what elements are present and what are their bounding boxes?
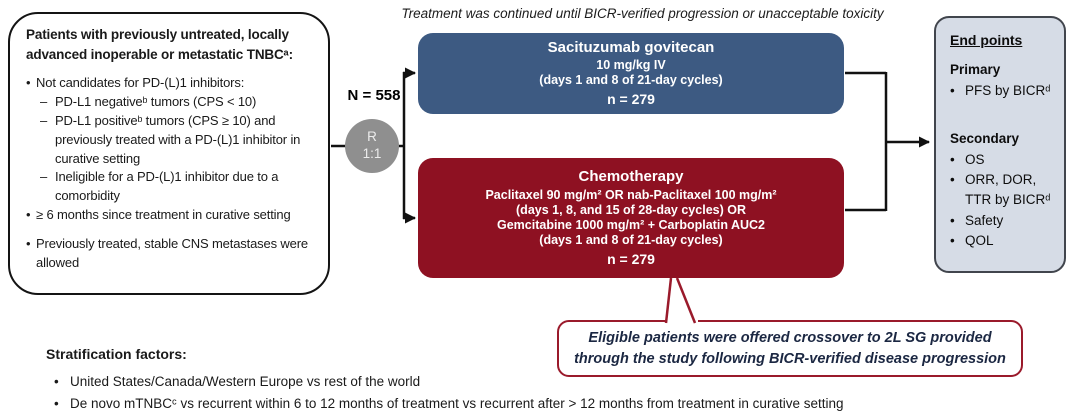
endpoint-item: • PFS by BICRᵈ	[950, 81, 1054, 101]
sg-arm-box: Sacituzumab govitecan 10 mg/kg IV (days …	[418, 33, 844, 114]
chemo-arm-regimen-1: Paclitaxel 90 mg/m² OR nab-Paclitaxel 10…	[485, 187, 777, 202]
bullet-marker: •	[950, 232, 955, 248]
sg-arm-title: Sacituzumab govitecan	[547, 38, 715, 56]
eligibility-item: • ≥ 6 months since treatment in curative…	[26, 206, 314, 225]
bullet-marker: •	[26, 235, 31, 251]
bullet-marker: •	[950, 172, 955, 187]
endpoint-item: • QOL	[950, 231, 1054, 251]
sg-arm-dose: 10 mg/kg IV	[596, 58, 666, 73]
randomization-r: R	[367, 129, 377, 145]
bullet-marker: •	[950, 83, 955, 99]
crossover-note-line1: Eligible patients were offered crossover…	[588, 329, 992, 346]
chemo-arm-n: n = 279	[607, 250, 655, 267]
bullet-marker: •	[54, 374, 59, 390]
stratification-item: • De novo mTNBCᶜ vs recurrent within 6 t…	[46, 393, 1056, 415]
randomization-ratio: 1:1	[362, 146, 382, 161]
treatment-duration-note: Treatment was continued until BICR-verif…	[401, 6, 884, 21]
endpoints-box: End points Primary • PFS by BICRᵈ Second…	[934, 16, 1066, 273]
dash-marker: –	[40, 112, 48, 128]
chemo-arm-schedule-1: (days 1, 8, and 15 of 28-day cycles) OR	[516, 202, 746, 217]
sg-arm-schedule: (days 1 and 8 of 21-day cycles)	[539, 73, 723, 88]
eligibility-item: • Previously treated, stable CNS metasta…	[26, 235, 308, 270]
eligibility-header: Patients with previously untreated, loca…	[26, 27, 293, 62]
stratification-section: Stratification factors: • United States/…	[46, 343, 1056, 415]
secondary-endpoints-label: Secondary	[950, 130, 1020, 146]
spacer	[950, 102, 1054, 129]
bullet-marker: •	[26, 75, 31, 91]
endpoints-title: End points	[950, 32, 1023, 48]
primary-endpoints-label: Primary	[950, 62, 1001, 77]
dash-marker: –	[40, 169, 48, 185]
chemo-arm-title: Chemotherapy	[578, 168, 684, 186]
enrollment-count: N = 558	[347, 87, 401, 104]
bubble-tail-right-edge	[675, 277, 697, 324]
chemo-arm-box: Chemotherapy Paclitaxel 90 mg/m² OR nab-…	[418, 158, 844, 278]
randomization-circle: R 1:1	[345, 119, 399, 173]
bullet-marker: •	[950, 212, 955, 228]
bullet-marker: •	[950, 151, 955, 167]
eligibility-subitem: – Ineligible for a PD-(L)1 inhibitor due…	[40, 169, 279, 204]
stratification-item: • United States/Canada/Western Europe vs…	[46, 371, 1056, 393]
chemo-arm-regimen-2: Gemcitabine 1000 mg/m² + Carboplatin AUC…	[496, 217, 765, 232]
bullet-marker: •	[54, 395, 59, 411]
eligibility-item: • Not candidates for PD-(L)1 inhibitors:	[26, 74, 314, 93]
bubble-tail-left-edge	[664, 277, 673, 324]
endpoint-item: • Safety	[950, 211, 1054, 231]
chemo-arm-schedule-2: (days 1 and 8 of 21-day cycles)	[539, 232, 723, 247]
eligibility-criteria-box: Patients with previously untreated, loca…	[8, 12, 330, 295]
endpoint-item: • ORR, DOR, TTR by BICRᵈ	[950, 172, 1051, 208]
stratification-title: Stratification factors:	[46, 346, 187, 362]
endpoint-item: • OS	[950, 150, 1054, 170]
eligibility-subitem: – PD-L1 positiveᵇ tumors (CPS ≥ 10) and …	[40, 112, 301, 166]
crossover-note-box: Eligible patients were offered crossover…	[557, 320, 1023, 377]
bullet-marker: •	[26, 207, 31, 223]
crossover-note-line2: through the study following BICR-verifie…	[574, 350, 1006, 367]
dash-marker: –	[40, 93, 48, 109]
sg-arm-n: n = 279	[607, 91, 655, 108]
eligibility-subitem: – PD-L1 negativeᵇ tumors (CPS < 10)	[26, 93, 314, 112]
